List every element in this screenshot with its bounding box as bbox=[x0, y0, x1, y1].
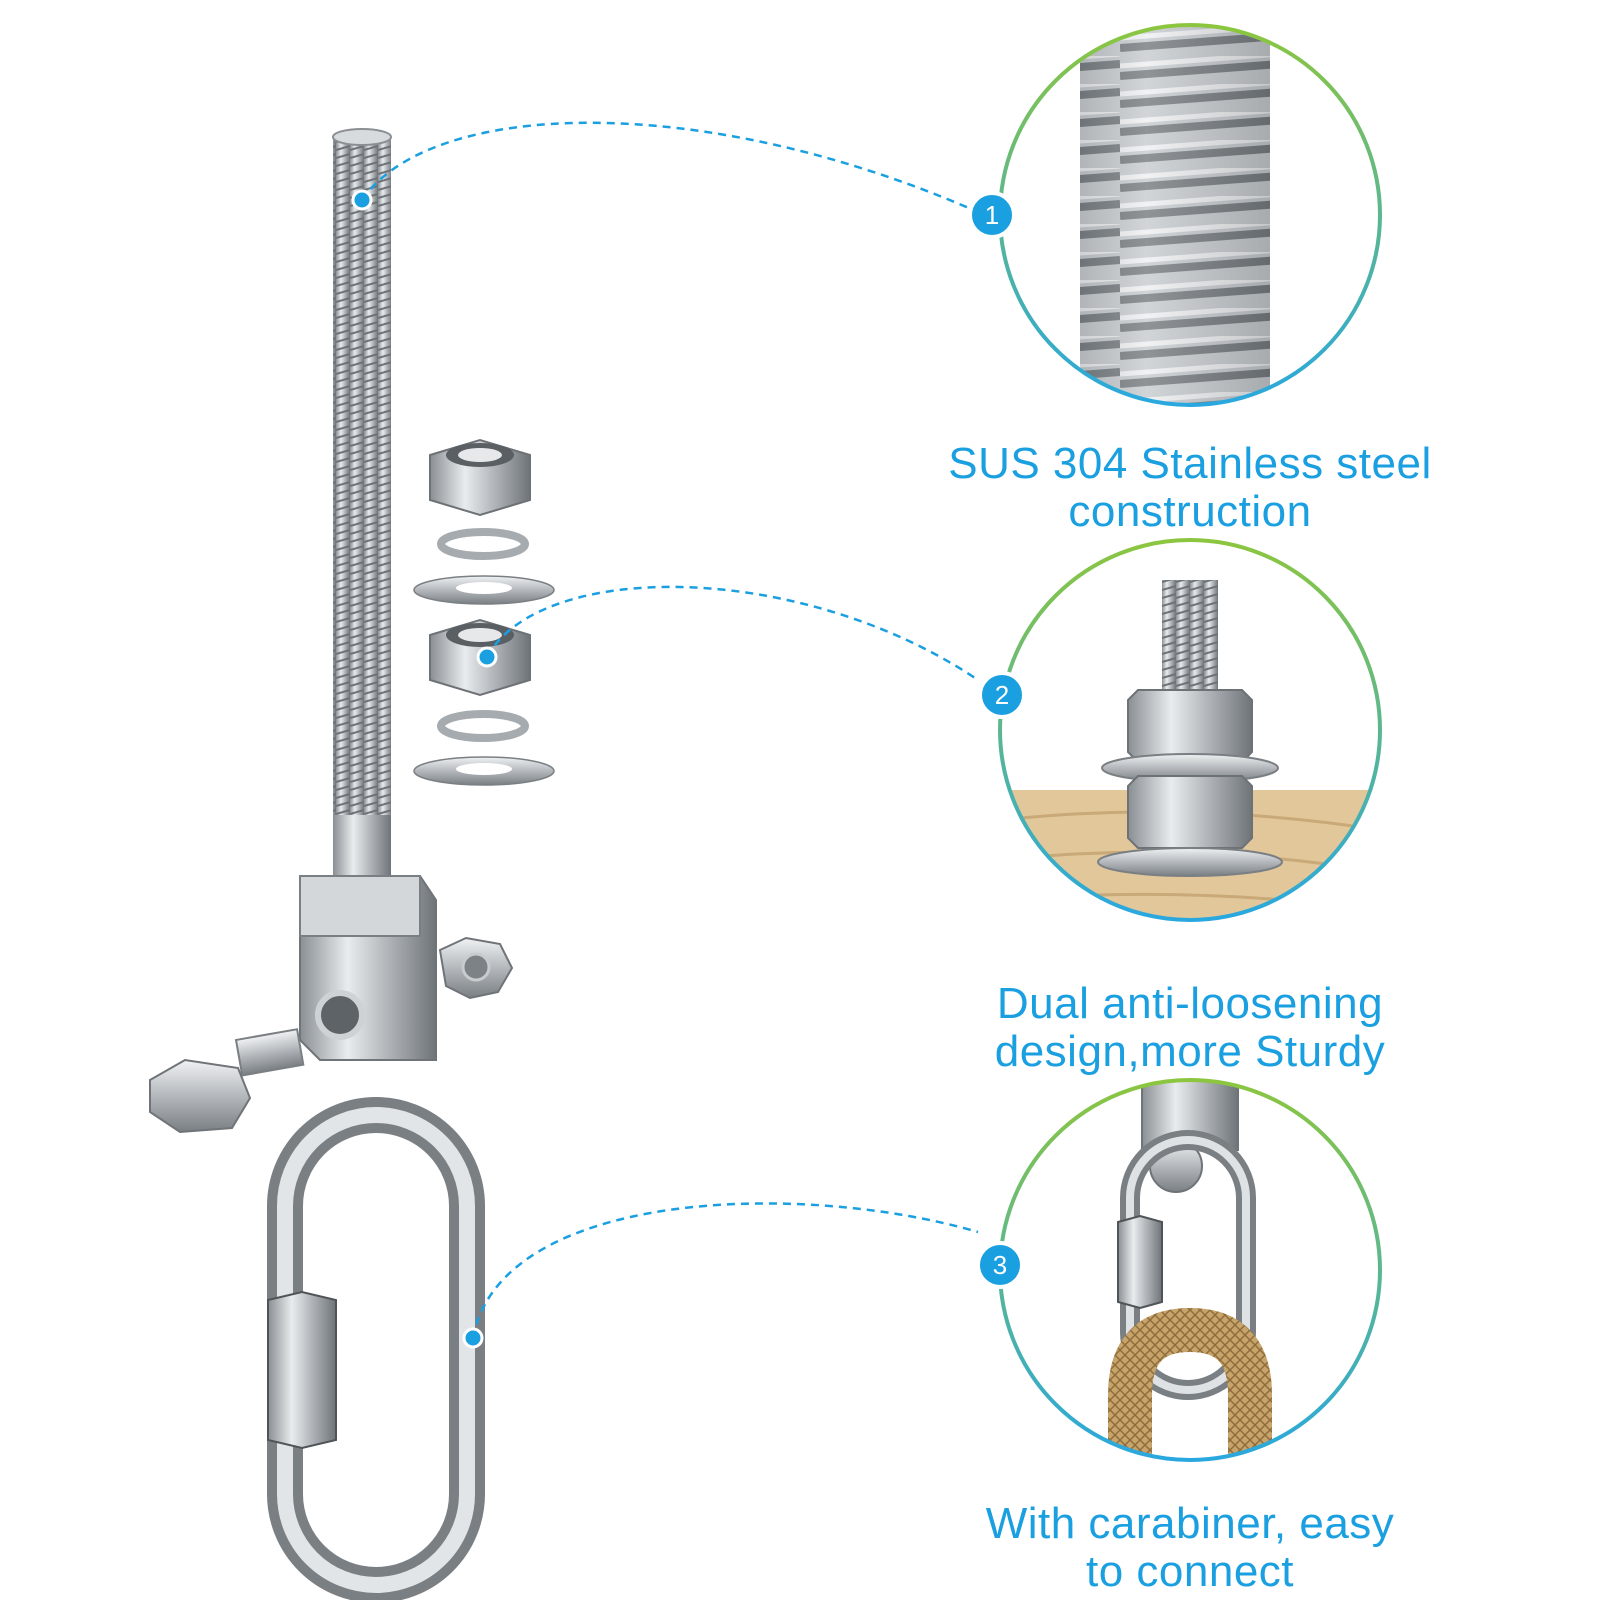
flat-washer-2 bbox=[413, 756, 555, 786]
clevis-bracket bbox=[299, 875, 437, 1061]
svg-text:3: 3 bbox=[993, 1250, 1007, 1280]
feature-caption-3: With carabiner, easy to connect bbox=[900, 1500, 1480, 1596]
feature-caption-2: Dual anti-loosening design,more Sturdy bbox=[900, 980, 1480, 1076]
badge-1: 1 bbox=[968, 191, 1016, 239]
svg-text:2: 2 bbox=[995, 680, 1009, 710]
detail-circle-1 bbox=[998, 23, 1382, 407]
feature-caption-2-line-2: design,more Sturdy bbox=[994, 1027, 1386, 1076]
spring-washer-1 bbox=[437, 528, 529, 560]
feature-caption-1: SUS 304 Stainless steel construction bbox=[900, 440, 1480, 536]
spring-washer-2 bbox=[437, 710, 529, 742]
callout-line-1 bbox=[351, 121, 979, 214]
callout-line-2 bbox=[476, 585, 979, 682]
flat-washer-1 bbox=[413, 575, 555, 605]
lock-nut-top bbox=[429, 438, 531, 517]
feature-caption-1-line-1: SUS 304 Stainless steel bbox=[948, 439, 1432, 488]
svg-text:1: 1 bbox=[985, 200, 999, 230]
quick-link-carabiner bbox=[267, 1097, 485, 1600]
hex-nut-small bbox=[438, 936, 514, 1000]
feature-caption-1-line-2: construction bbox=[1068, 487, 1312, 536]
badge-3: 3 bbox=[976, 1241, 1024, 1289]
feature-caption-3-line-1: With carabiner, easy bbox=[985, 1499, 1395, 1548]
detail-circle-2 bbox=[998, 538, 1382, 922]
feature-caption-2-line-1: Dual anti-loosening bbox=[996, 979, 1384, 1028]
badge-2: 2 bbox=[978, 671, 1026, 719]
threaded-rod bbox=[332, 128, 392, 875]
detail-circle-3 bbox=[998, 1078, 1382, 1462]
hex-bolt bbox=[149, 1028, 305, 1134]
feature-caption-3-line-2: to connect bbox=[1085, 1547, 1295, 1596]
callout-line-3 bbox=[462, 1202, 979, 1349]
